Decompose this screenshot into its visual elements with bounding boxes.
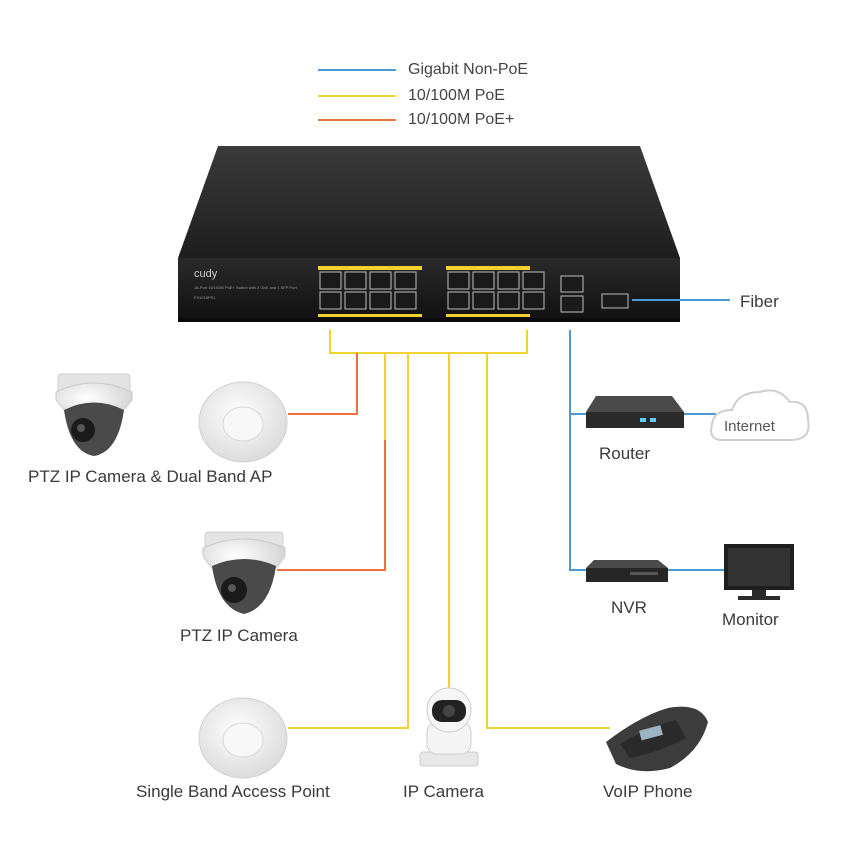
nvr-label: NVR [611, 598, 647, 617]
poe-port-strip [446, 314, 530, 317]
ethernet-port [344, 271, 367, 290]
fiber-label: Fiber [740, 292, 779, 311]
ptz-dual-ap-label: PTZ IP Camera & Dual Band AP [28, 467, 273, 486]
monitor-icon [724, 544, 794, 600]
cloud-icon [710, 389, 810, 441]
voip-phone-label: VoIP Phone [603, 782, 693, 801]
poeplus-lines [277, 353, 386, 571]
legend-label-poe: 10/100M PoE [408, 87, 505, 104]
router-label: Router [599, 444, 651, 463]
voip-phone-icon [606, 706, 708, 772]
ethernet-port [319, 271, 342, 290]
ethernet-port [522, 291, 545, 310]
ethernet-port [472, 271, 495, 290]
sfp-port [601, 293, 629, 309]
switch-model-id: FS1018PS1 [194, 295, 216, 300]
poe-port-strip [318, 266, 422, 270]
gigabit-port [560, 295, 584, 313]
ethernet-port [369, 291, 392, 310]
cube-camera-icon [419, 687, 479, 767]
access-point-icon [198, 697, 288, 779]
ethernet-port [344, 291, 367, 310]
ethernet-port [472, 291, 495, 310]
ethernet-port [447, 271, 470, 290]
legend-label-gigabit: Gigabit Non-PoE [408, 61, 529, 78]
gigabit-lines [569, 299, 730, 571]
poe-port-strip [318, 314, 422, 317]
ethernet-port [394, 291, 417, 310]
ethernet-port [522, 271, 545, 290]
router-icon [586, 396, 684, 428]
ethernet-port [497, 271, 520, 290]
nvr-icon [586, 560, 668, 582]
ethernet-port [319, 291, 342, 310]
monitor-label: Monitor [722, 610, 779, 629]
switch-brand: cudy [194, 268, 218, 280]
ethernet-port [369, 271, 392, 290]
poe-lines [277, 330, 610, 729]
internet-label: Internet [724, 418, 775, 435]
legend-label-poeplus: 10/100M PoE+ [408, 111, 515, 128]
switch-icon [178, 146, 680, 322]
single-ap-label: Single Band Access Point [136, 782, 330, 801]
ip-camera-label: IP Camera [403, 782, 484, 801]
poe-port-strip [446, 266, 530, 270]
ptz-camera-label: PTZ IP Camera [180, 626, 298, 645]
ethernet-port [497, 291, 520, 310]
dome-camera-icon [55, 373, 133, 456]
ethernet-port [447, 291, 470, 310]
gigabit-port [560, 275, 584, 293]
ethernet-port [394, 271, 417, 290]
switch-model-text: 16-Port 10/100M PoE+ Switch with 2 GbE a… [194, 285, 297, 290]
dome-camera-icon [202, 531, 286, 614]
access-point-icon [198, 381, 288, 463]
